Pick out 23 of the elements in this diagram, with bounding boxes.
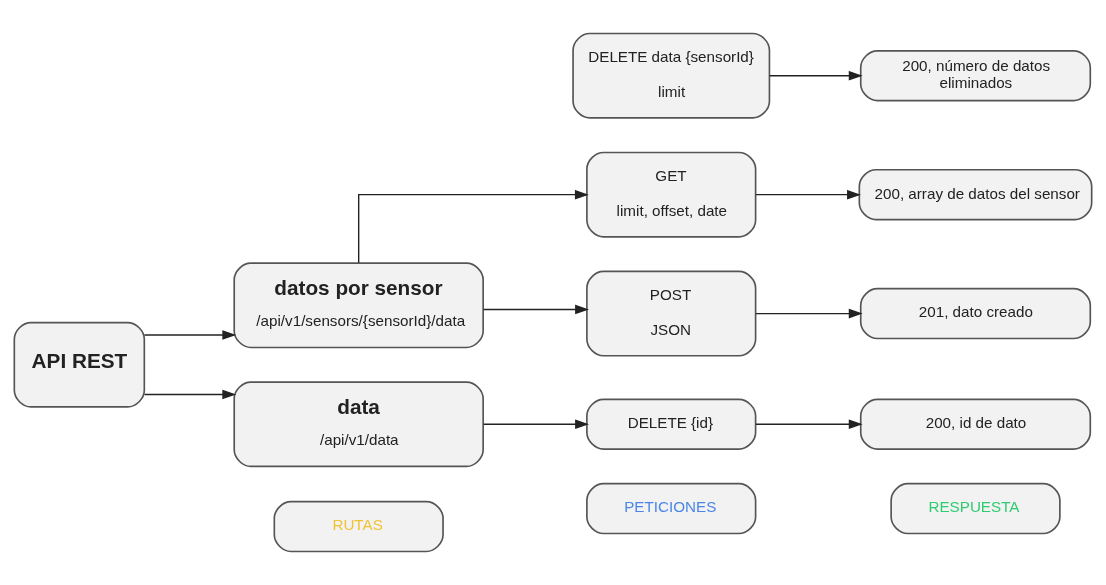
node-box: RESPUESTA [890, 482, 1061, 535]
node-box: DELETE {id} [586, 398, 757, 450]
arrow [755, 308, 863, 319]
arrow [143, 389, 237, 400]
arrow [482, 419, 589, 430]
node-box: datos por sensor /api/v1/sensors/{sensorId}/data [233, 262, 484, 349]
node-box: DELETE data {sensorId} limit [572, 32, 771, 119]
arrow [358, 189, 589, 264]
node-box: data /api/v1/data [233, 381, 484, 468]
node-box: GET limit, offset, date [586, 151, 757, 238]
node-box: 200, número de datos eliminados [859, 50, 1092, 102]
node-box: 200, array de datos del sensor [858, 168, 1093, 221]
node-box: RUTAS [273, 500, 444, 553]
node-box: API REST [13, 321, 146, 408]
node-box: POST JSON [586, 270, 757, 357]
node-box: 200, id de dato [859, 398, 1092, 450]
arrow [768, 70, 863, 81]
node-box: PETICIONES [586, 482, 757, 535]
arrow [482, 304, 589, 315]
arrow [755, 419, 863, 430]
arrow [755, 189, 861, 200]
arrow [143, 330, 237, 340]
node-box: 201, dato creado [859, 287, 1092, 340]
